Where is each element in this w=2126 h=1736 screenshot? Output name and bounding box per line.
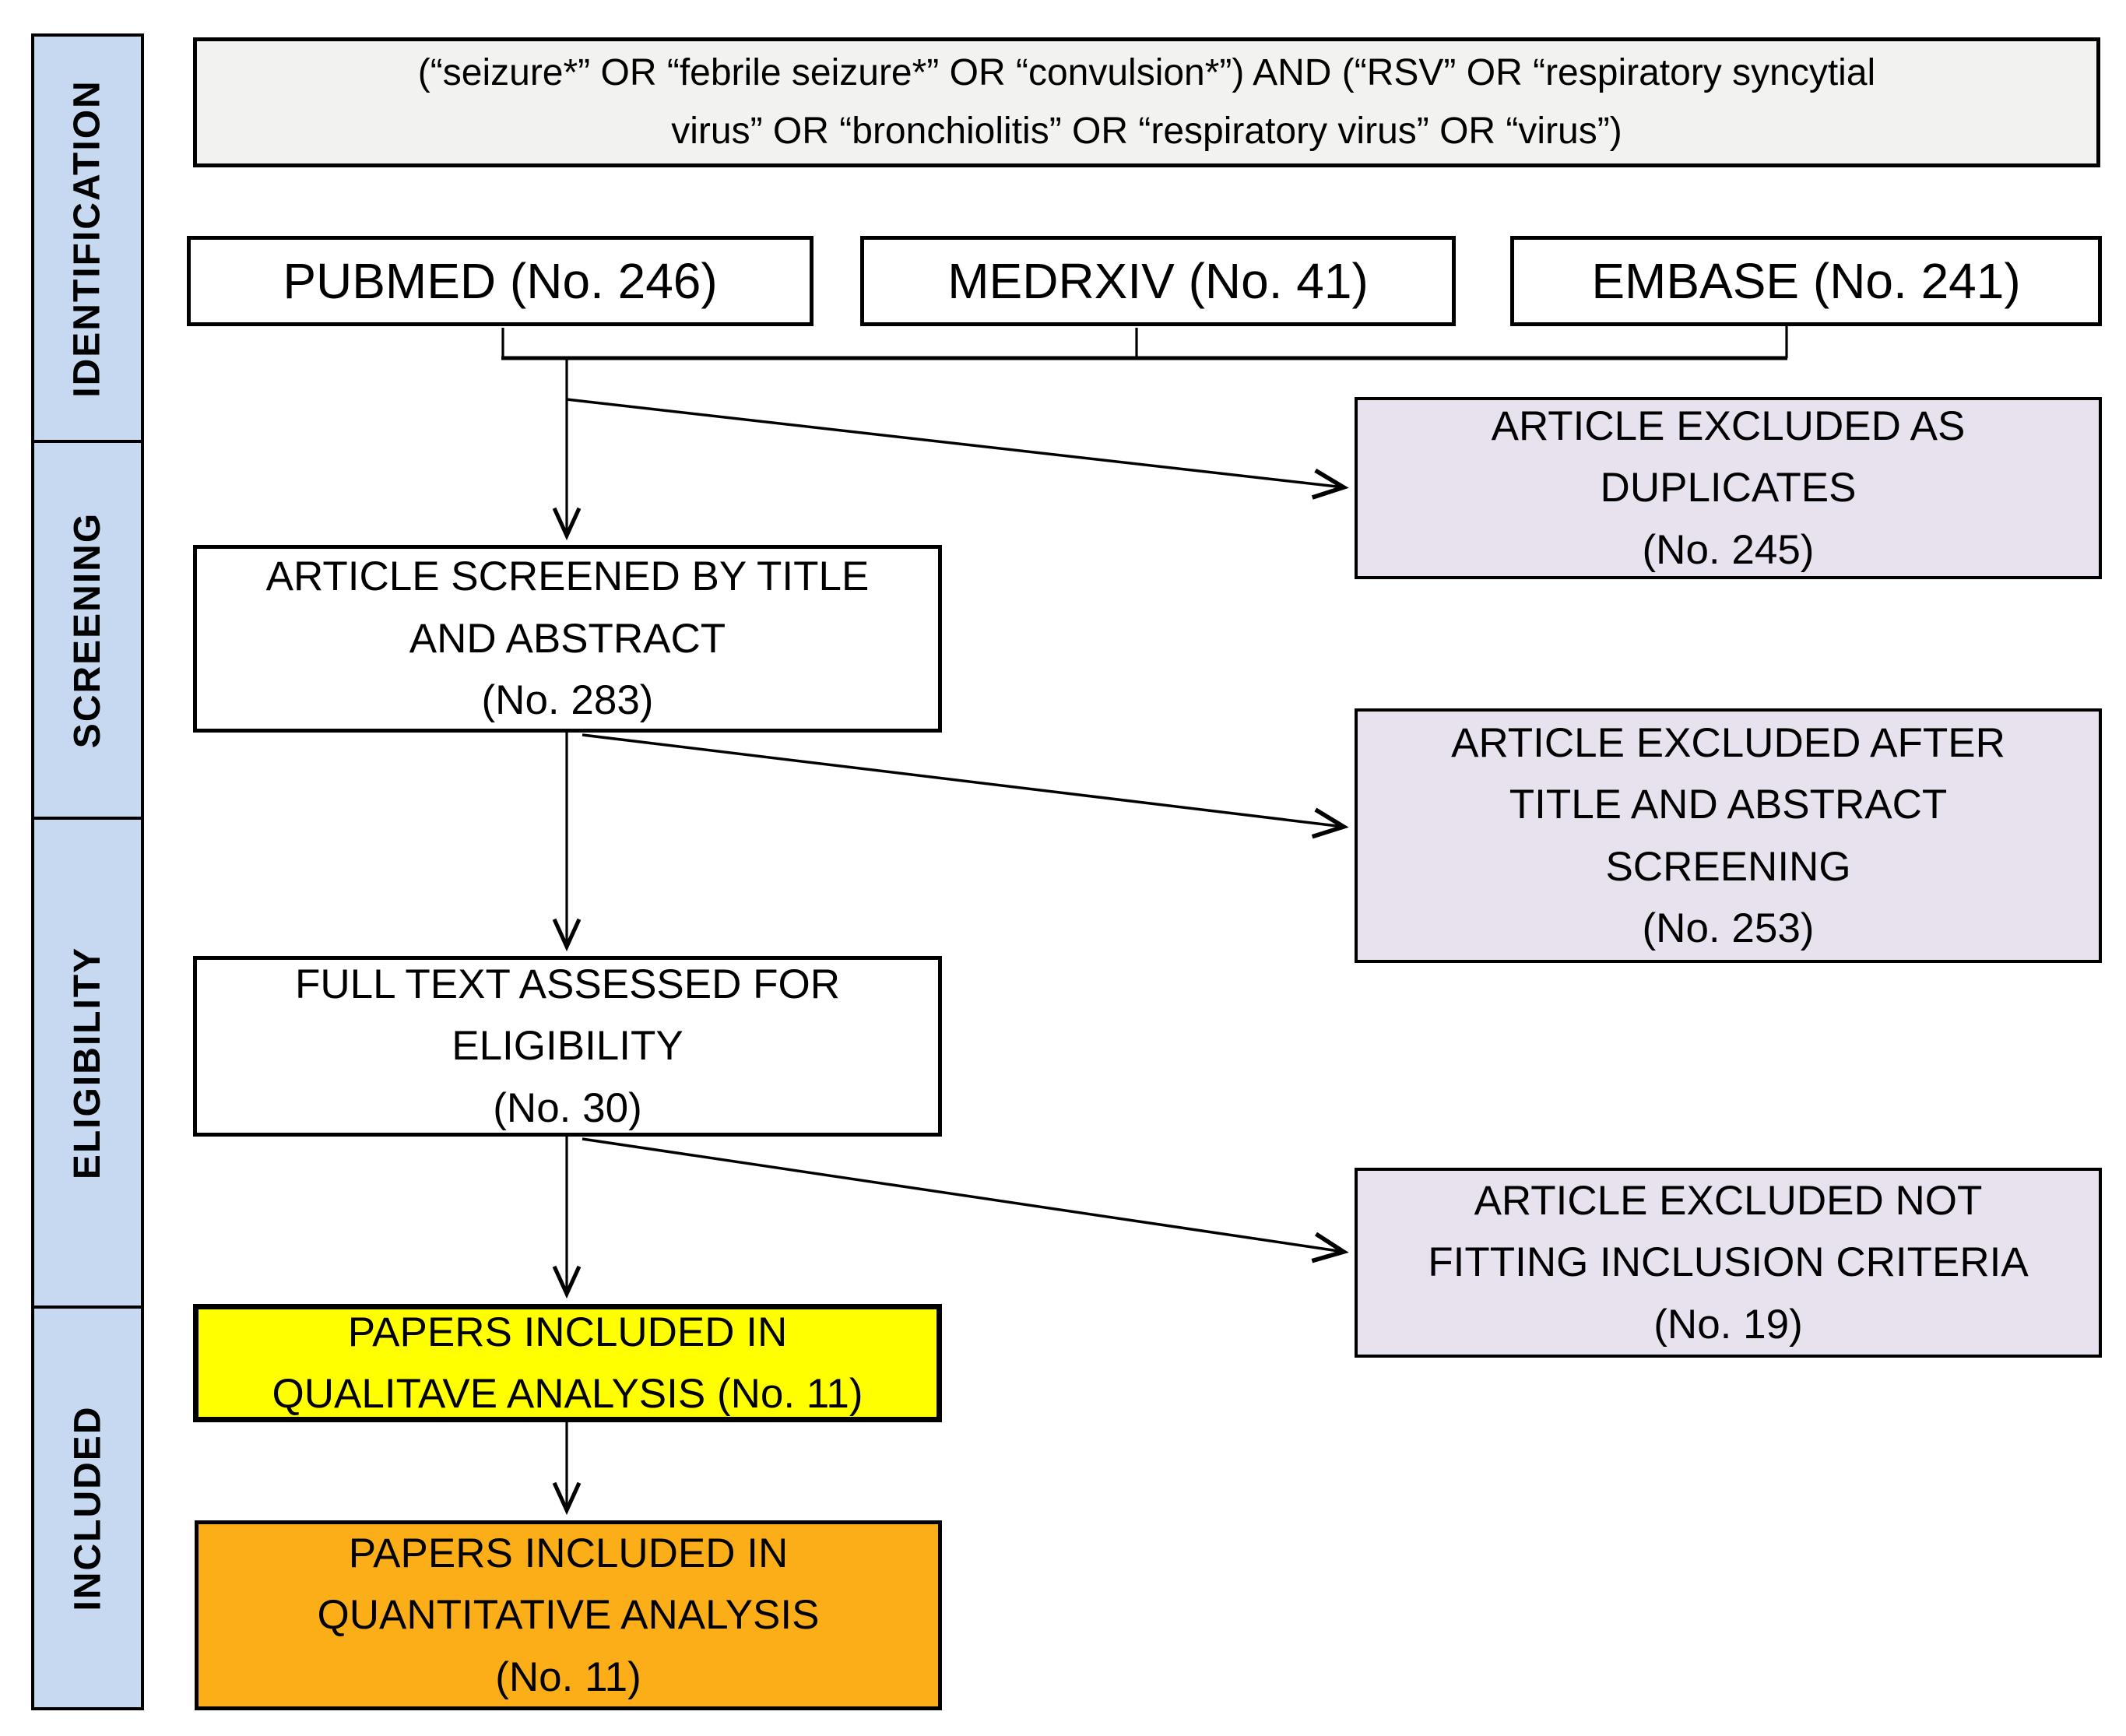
database-label-medrxiv: MEDRXIV (No. 41) <box>947 253 1369 309</box>
arrow-to-criteria-excluded <box>582 1137 1349 1263</box>
database-box-pubmed: PUBMED (No. 246) <box>187 236 814 326</box>
qualitative-label: PAPERS INCLUDED IN QUALITAVE ANALYSIS (N… <box>272 1309 863 1418</box>
phase-label-included: INCLUDED <box>67 1405 108 1611</box>
phase-label-eligibility: ELIGIBILITY <box>67 946 108 1179</box>
quantitative-analysis-box: PAPERS INCLUDED IN QUANTITATIVE ANALYSIS… <box>195 1520 942 1710</box>
screened-label: ARTICLE SCREENED BY TITLE AND ABSTRACT (… <box>265 553 870 724</box>
phase-label-identification: IDENTIFICATION <box>67 79 109 398</box>
fulltext-box: FULL TEXT ASSESSED FOR ELIGIBILITY (No. … <box>193 956 942 1137</box>
excluded-criteria-label: ARTICLE EXCLUDED NOT FITTING INCLUSION C… <box>1428 1177 2029 1348</box>
database-label-embase: EMBASE (No. 241) <box>1591 253 2021 309</box>
sidebar-phase-identification: IDENTIFICATION <box>31 33 144 443</box>
arrow-to-duplicates-excluded <box>566 398 1349 500</box>
excluded-criteria-box: ARTICLE EXCLUDED NOT FITTING INCLUSION C… <box>1355 1168 2102 1358</box>
search-query-box: (“seizure*” OR “febrile seizure*” OR “co… <box>193 37 2100 167</box>
qualitative-analysis-box: PAPERS INCLUDED IN QUALITAVE ANALYSIS (N… <box>193 1304 942 1422</box>
quantitative-label: PAPERS INCLUDED IN QUANTITATIVE ANALYSIS… <box>317 1530 820 1700</box>
database-box-medrxiv: MEDRXIV (No. 41) <box>860 236 1456 326</box>
excluded-duplicates-box: ARTICLE EXCLUDED AS DUPLICATES (No. 245) <box>1355 397 2102 579</box>
search-query-text: (“seizure*” OR “febrile seizure*” OR “co… <box>417 52 1876 152</box>
screened-box: ARTICLE SCREENED BY TITLE AND ABSTRACT (… <box>193 545 942 733</box>
excluded-title-abstract-label: ARTICLE EXCLUDED AFTER TITLE AND ABSTRAC… <box>1451 719 2005 952</box>
fulltext-label: FULL TEXT ASSESSED FOR ELIGIBILITY (No. … <box>294 961 841 1131</box>
database-label-pubmed: PUBMED (No. 246) <box>283 253 718 309</box>
sidebar-phase-screening: SCREENING <box>31 440 144 820</box>
arrow-to-title-abstract-excluded <box>582 733 1349 839</box>
excluded-duplicates-label: ARTICLE EXCLUDED AS DUPLICATES (No. 245) <box>1491 402 1966 573</box>
phase-label-screening: SCREENING <box>67 511 108 748</box>
excluded-title-abstract-box: ARTICLE EXCLUDED AFTER TITLE AND ABSTRAC… <box>1355 708 2102 963</box>
sidebar-phase-included: INCLUDED <box>31 1306 144 1710</box>
sidebar-phase-eligibility: ELIGIBILITY <box>31 817 144 1309</box>
database-box-embase: EMBASE (No. 241) <box>1510 236 2102 326</box>
